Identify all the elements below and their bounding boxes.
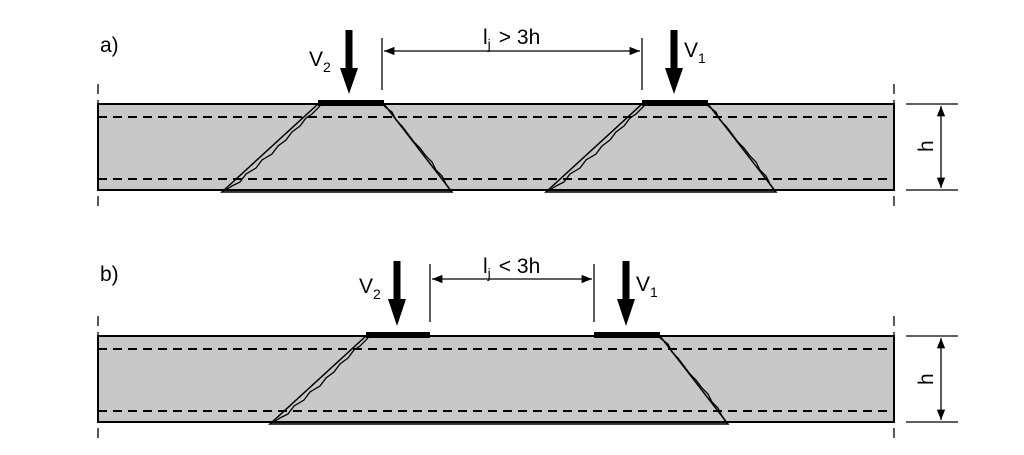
load-plate-right-b: [594, 332, 660, 338]
spacing-label-b: lj< 3h: [483, 255, 540, 281]
thickness-label-b: h: [915, 373, 938, 385]
load-arrow-left-b: [388, 261, 406, 326]
crack-line: [383, 105, 451, 191]
load-arrow-right-b: [617, 261, 635, 326]
crack-line: [707, 105, 775, 191]
load-label-v1-a: V1: [684, 39, 706, 66]
thickness-label-a: h: [915, 140, 938, 152]
load-plate-right-a: [642, 100, 708, 106]
spacing-label-a: lj> 3h: [483, 26, 540, 52]
crack-line: [659, 337, 727, 423]
load-arrow-right-a: [665, 30, 683, 94]
diagram-a: a) V2: [97, 26, 958, 212]
load-label-v2-b: V2: [359, 275, 381, 302]
diagram-b: b) V2 V1: [97, 255, 958, 444]
crack-line: [273, 337, 369, 423]
load-plate-left-b: [366, 332, 430, 338]
load-plate-left-a: [318, 100, 384, 106]
load-label-v1-b: V1: [636, 273, 658, 300]
panel-label-a: a): [100, 34, 119, 57]
load-label-v2-a: V2: [309, 48, 331, 75]
panel-label-b: b): [100, 263, 119, 286]
load-arrow-left-a: [340, 30, 358, 94]
crack-line: [549, 105, 645, 191]
crack-line: [225, 105, 321, 191]
